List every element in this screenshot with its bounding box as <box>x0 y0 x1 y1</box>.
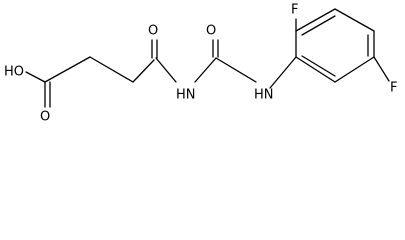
ring-bond-5 <box>334 56 375 83</box>
atom-acid-carbonyl-oxygen: O <box>40 110 50 125</box>
atom-fluorine-right: F <box>390 81 397 96</box>
ring-inner-bond-3 <box>301 55 336 77</box>
bond-c5-n2 <box>215 57 257 83</box>
atom-amide-carbonyl-oxygen: O <box>148 24 158 39</box>
bond-c3-c4 <box>132 59 155 83</box>
bond-c1-c2 <box>44 56 91 83</box>
ring-bond-3 <box>334 8 375 32</box>
bond-ring-f-right <box>373 56 390 82</box>
bond-c2-c3 <box>89 56 134 83</box>
atom-fluorine-top: F <box>291 3 298 18</box>
atom-aryl-amine-nitrogen: HN <box>254 88 274 103</box>
ring-bond-6 <box>295 56 336 83</box>
atom-hydroxyl: HO <box>4 65 24 80</box>
atom-urea-carbonyl-oxygen: O <box>206 24 216 39</box>
chemical-structure-diagram: HO O O HN O HN F F <box>4 3 397 125</box>
bond-c4-n1 <box>155 57 177 83</box>
atom-imide-nitrogen: HN <box>176 88 196 103</box>
bond-n2-ring <box>269 56 297 89</box>
bond-oh-c1 <box>25 71 46 83</box>
ring-inner-bond-1 <box>301 15 336 36</box>
bond-n1-c5 <box>194 57 217 83</box>
ring-bond-2 <box>295 8 336 32</box>
